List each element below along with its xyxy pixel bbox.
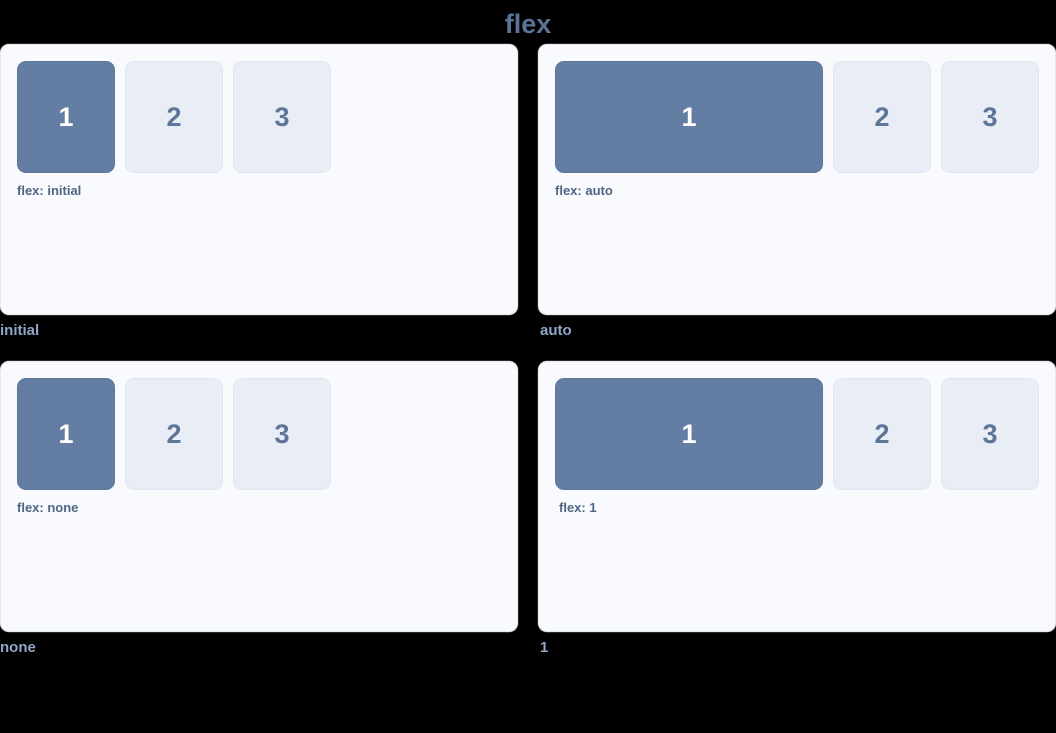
flex-item-3[interactable]: 3 <box>233 61 331 173</box>
flex-item-1[interactable]: 1 <box>17 61 115 173</box>
flex-item-1[interactable]: 1 <box>555 378 823 490</box>
demo-note-one: flex: 1 <box>559 500 597 515</box>
demo-note-initial: flex: initial <box>17 183 82 198</box>
demo-figure-auto: 1 2 3 flex: auto auto <box>538 44 1056 341</box>
flex-item-1[interactable]: 1 <box>555 61 823 173</box>
demo-panel-initial: 1 2 3 flex: initial <box>0 44 518 315</box>
flex-container-auto: 1 2 3 <box>555 61 1039 173</box>
flex-item-2[interactable]: 2 <box>833 378 931 490</box>
demo-grid: 1 2 3 flex: initial initial 1 2 3 flex: … <box>0 44 1056 658</box>
demo-panel-none: 1 2 3 flex: none <box>0 361 518 632</box>
flex-item-2[interactable]: 2 <box>833 61 931 173</box>
demo-figure-initial: 1 2 3 flex: initial initial <box>0 44 518 341</box>
page-title: flex <box>504 9 552 39</box>
flex-item-3[interactable]: 3 <box>941 61 1039 173</box>
demo-caption-initial: initial <box>0 322 40 339</box>
flex-item-3[interactable]: 3 <box>233 378 331 490</box>
flex-item-1[interactable]: 1 <box>17 378 115 490</box>
flex-container-one: 1 2 3 <box>555 378 1039 490</box>
flex-container-none: 1 2 3 <box>17 378 501 490</box>
demo-panel-auto: 1 2 3 flex: auto <box>538 44 1056 315</box>
demo-caption-auto: auto <box>540 322 572 339</box>
demo-figure-one: 1 2 3 flex: 1 1 <box>538 361 1056 658</box>
demo-caption-none: none <box>0 639 36 656</box>
flex-item-3[interactable]: 3 <box>941 378 1039 490</box>
demo-figure-none: 1 2 3 flex: none none <box>0 361 518 658</box>
grid-row-gap <box>0 341 1056 361</box>
demo-note-auto: flex: auto <box>555 183 613 198</box>
flex-container-initial: 1 2 3 <box>17 61 501 173</box>
demo-panel-one: 1 2 3 flex: 1 <box>538 361 1056 632</box>
demo-note-none: flex: none <box>17 500 79 515</box>
demo-caption-one: 1 <box>540 639 549 656</box>
flex-item-2[interactable]: 2 <box>125 378 223 490</box>
flex-item-2[interactable]: 2 <box>125 61 223 173</box>
